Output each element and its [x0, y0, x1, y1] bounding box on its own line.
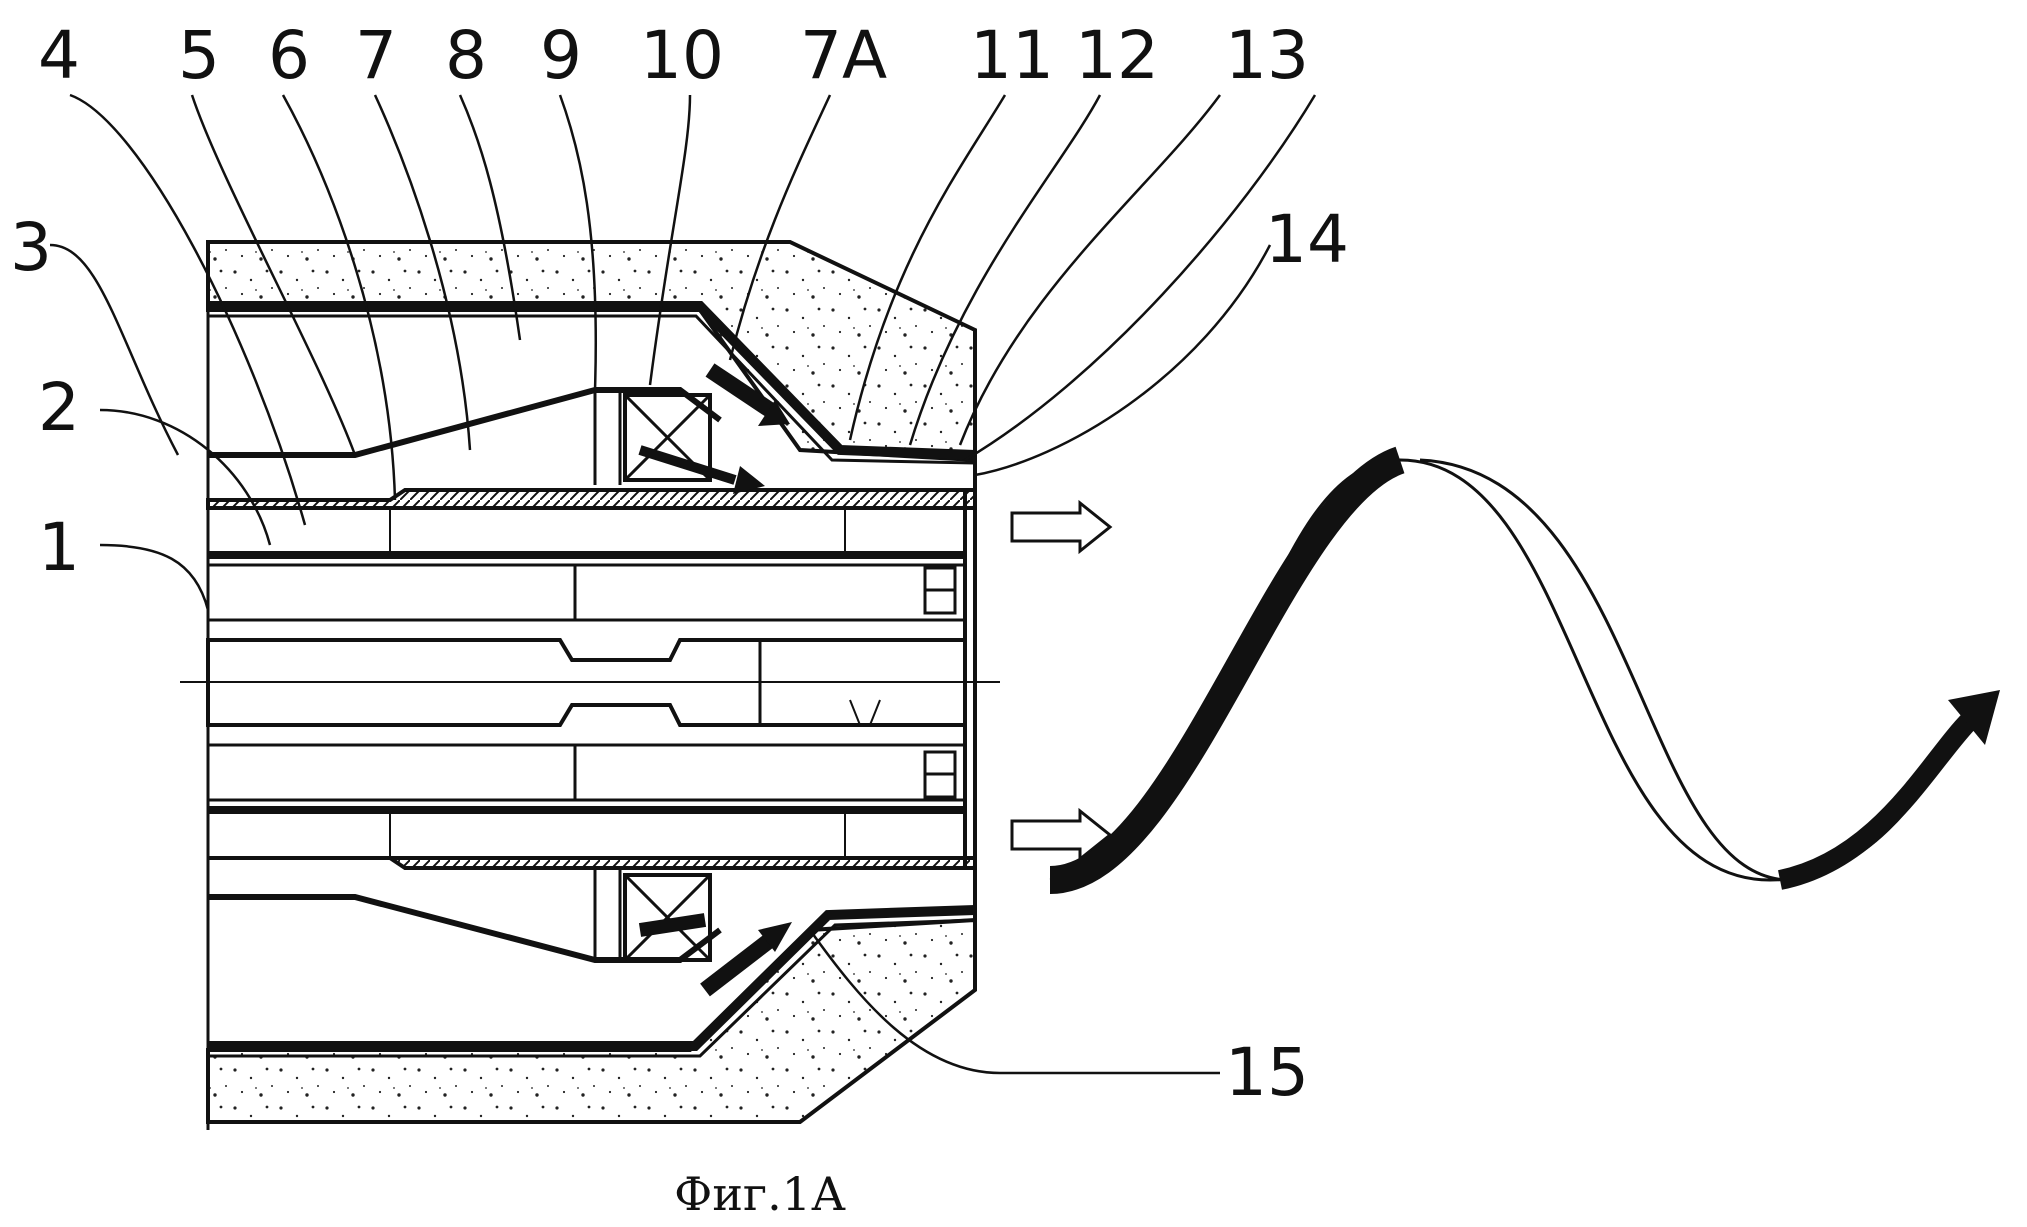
- label-11: 11: [970, 17, 1054, 94]
- lance-tubes: [208, 455, 975, 920]
- swirler: [625, 395, 710, 960]
- label-4: 4: [38, 17, 80, 94]
- label-9: 9: [540, 17, 582, 94]
- label-7: 7: [355, 17, 397, 94]
- label-12: 12: [1075, 17, 1159, 94]
- label-1: 1: [38, 509, 80, 586]
- figure-caption: Фиг.1А: [674, 1167, 846, 1221]
- label-2: 2: [38, 369, 80, 446]
- label-3: 3: [10, 209, 52, 286]
- label-8: 8: [445, 17, 487, 94]
- swirl-ribbon: [1050, 460, 2000, 880]
- label-6: 6: [268, 17, 310, 94]
- label-14: 14: [1265, 201, 1349, 278]
- label-10: 10: [640, 17, 724, 94]
- label-13: 13: [1225, 17, 1309, 94]
- label-5: 5: [178, 17, 220, 94]
- label-15: 15: [1225, 1034, 1309, 1111]
- label-7a: 7A: [800, 17, 887, 94]
